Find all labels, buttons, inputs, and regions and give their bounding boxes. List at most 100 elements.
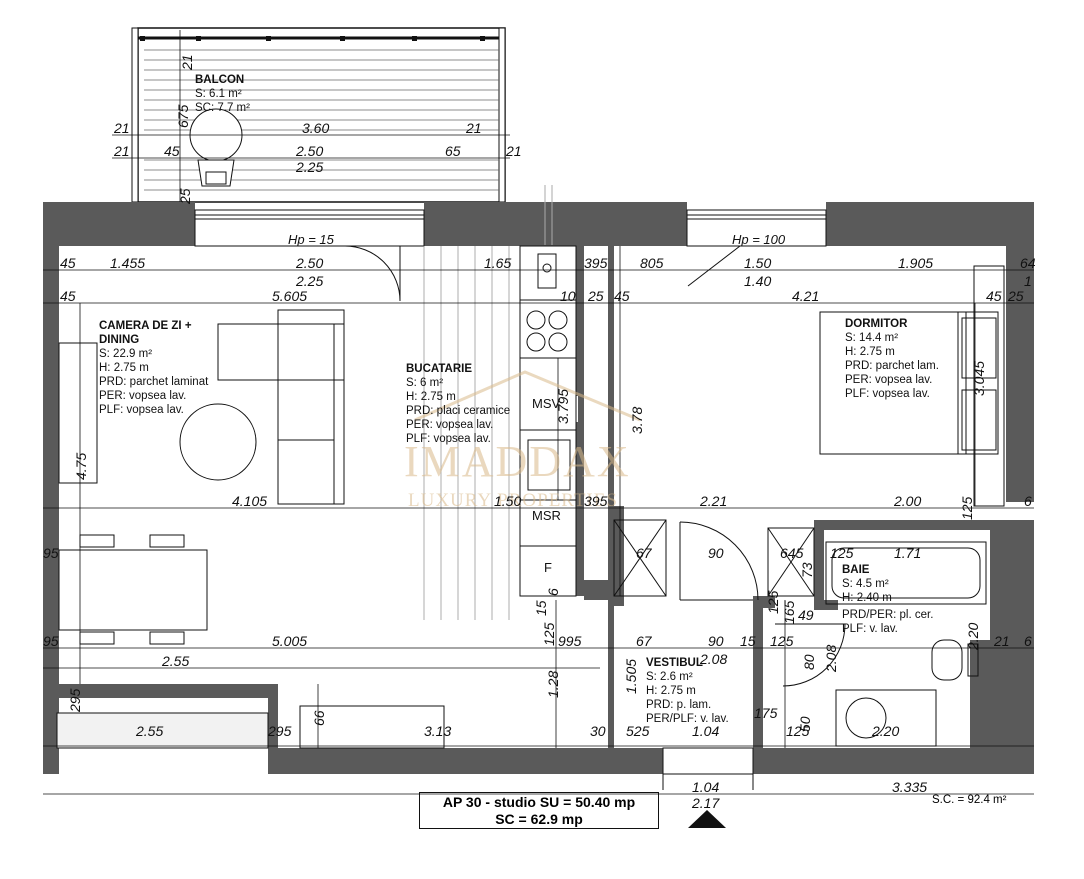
room-line: H: 2.75 m: [845, 346, 895, 358]
dim-label: 2.50: [295, 143, 323, 159]
room-line: H: 2.75 m: [99, 362, 149, 374]
dim-label: 21: [505, 143, 522, 159]
dim-label: 1.50: [744, 255, 771, 271]
room-line: PRD: parchet lam.: [845, 360, 939, 372]
dim-label: 125: [786, 723, 810, 739]
dim-label: 21: [465, 120, 482, 136]
dim-label: 65: [445, 143, 461, 159]
dim-label: 3.335: [892, 779, 927, 795]
dim-label: 2.00: [893, 493, 921, 509]
dim-label: 10: [560, 288, 576, 304]
dim-label: 5.005: [272, 633, 307, 649]
dim-label: 295: [67, 688, 83, 713]
dim-label: 50: [797, 716, 813, 732]
dim-label: 2.17: [691, 795, 720, 811]
dim-label: 395: [584, 493, 608, 509]
room-line: H: 2.75 m: [646, 685, 696, 697]
dim-label: 5.605: [272, 288, 307, 304]
dim-label: 21: [113, 120, 130, 136]
dim-label: 15: [533, 600, 549, 616]
dim-label: 90: [708, 545, 724, 561]
dim-label: 2.50: [295, 255, 323, 271]
dim-label: 49: [798, 607, 814, 623]
watermark-title: IMADDAX: [404, 437, 631, 486]
dim-label: 1.455: [110, 255, 145, 271]
window-height-label: Hp = 15: [288, 232, 335, 247]
dim-label: 45: [986, 288, 1002, 304]
windows: [56, 209, 827, 749]
dim-label: 125: [541, 622, 557, 646]
window-height-label: Hp = 100: [732, 232, 786, 247]
room-baie: BAIE S: 4.5 m² H: 2.40 m PRD/PER: pl. ce…: [842, 564, 933, 635]
dim-label: 175: [754, 705, 778, 721]
dim-label: 6: [1024, 493, 1032, 509]
dim-label: 645: [780, 545, 804, 561]
dim-label: 25: [177, 188, 193, 205]
msv-label: MSV: [532, 396, 561, 411]
room-line: PLF: v. lav.: [842, 623, 898, 635]
room-line: PRD: p. lam.: [646, 699, 711, 711]
dim-label: 30: [590, 723, 606, 739]
room-dormitor: DORMITOR S: 14.4 m² H: 2.75 m PRD: parch…: [845, 318, 939, 400]
dim-label: 1.505: [623, 659, 639, 694]
dim-label: 73: [799, 562, 815, 578]
room-line: PLF: vopsea lav.: [406, 433, 491, 445]
dim-label: 2.20: [871, 723, 899, 739]
dim-label: 1.905: [898, 255, 933, 271]
room-line: PRD: placi ceramice: [406, 405, 510, 417]
dim-label: 675: [175, 104, 191, 128]
dim-label: 95: [43, 545, 59, 561]
dim-label: 25: [1007, 288, 1024, 304]
dim-label: 525: [626, 723, 650, 739]
dim-label: 66: [311, 710, 327, 726]
dim-label: 95: [43, 633, 59, 649]
room-camera: CAMERA DE ZI + DINING S: 22.9 m² H: 2.75…: [99, 320, 209, 416]
room-name: VESTIBUL: [646, 657, 703, 669]
dim-label: 125: [830, 545, 854, 561]
room-line: PLF: vopsea lav.: [99, 404, 184, 416]
dim-label: 165: [781, 600, 797, 624]
watermark: IMADDAX LUXURY PROPERTIES: [404, 370, 641, 511]
room-line: S: 6 m²: [406, 377, 443, 389]
room-name: BAIE: [842, 564, 870, 576]
room-name: DINING: [99, 334, 139, 346]
dim-label: 45: [164, 143, 180, 159]
dim-label: 67: [636, 545, 653, 561]
room-line: S: 6.1 m²: [195, 88, 242, 100]
dim-label: 125: [765, 590, 781, 614]
room-name: CAMERA DE ZI +: [99, 320, 192, 332]
room-line: S: 14.4 m²: [845, 332, 898, 344]
title-block: AP 30 - studio SU = 50.40 mp SC = 62.9 m…: [419, 792, 659, 829]
dim-label: 1.50: [494, 493, 521, 509]
dim-label: 90: [708, 633, 724, 649]
dim-label: 295: [267, 723, 292, 739]
room-name: BALCON: [195, 74, 244, 86]
room-line: H: 2.40 m: [842, 592, 892, 604]
room-balcon: BALCON S: 6.1 m² SC: 7.7 m²: [195, 74, 250, 114]
dim-label: 1.40: [744, 273, 771, 289]
dim-label: 2.08: [699, 651, 727, 667]
sc-total: S.C. = 92.4 m²: [932, 794, 1007, 806]
walls: [43, 202, 1034, 774]
fridge-label: F: [544, 560, 552, 575]
room-name: DORMITOR: [845, 318, 908, 330]
room-line: SC: 7.7 m²: [195, 102, 250, 114]
dim-label: 15: [740, 633, 756, 649]
room-line: PRD/PER: pl. cer.: [842, 609, 933, 621]
dim-label: 125: [959, 496, 975, 520]
dim-label: 45: [614, 288, 630, 304]
room-line: H: 2.75 m: [406, 391, 456, 403]
room-line: PER: vopsea lav.: [406, 419, 493, 431]
room-line: S: 22.9 m²: [99, 348, 152, 360]
dim-label: 395: [584, 255, 608, 271]
room-vestibul: VESTIBUL S: 2.6 m² H: 2.75 m PRD: p. lam…: [646, 657, 729, 725]
room-name: BUCATARIE: [406, 363, 472, 375]
dim-label: 4.21: [792, 288, 819, 304]
dim-label: 2.08: [823, 645, 839, 673]
room-line: PER/PLF: v. lav.: [646, 713, 729, 725]
vent-shaft: [544, 185, 553, 245]
dim-label: 4.75: [73, 453, 89, 480]
dim-label: 2.55: [135, 723, 163, 739]
dimensions: 21 675 25 21 3.60 21 21 45 2.50 65 21 2.…: [43, 54, 1036, 811]
